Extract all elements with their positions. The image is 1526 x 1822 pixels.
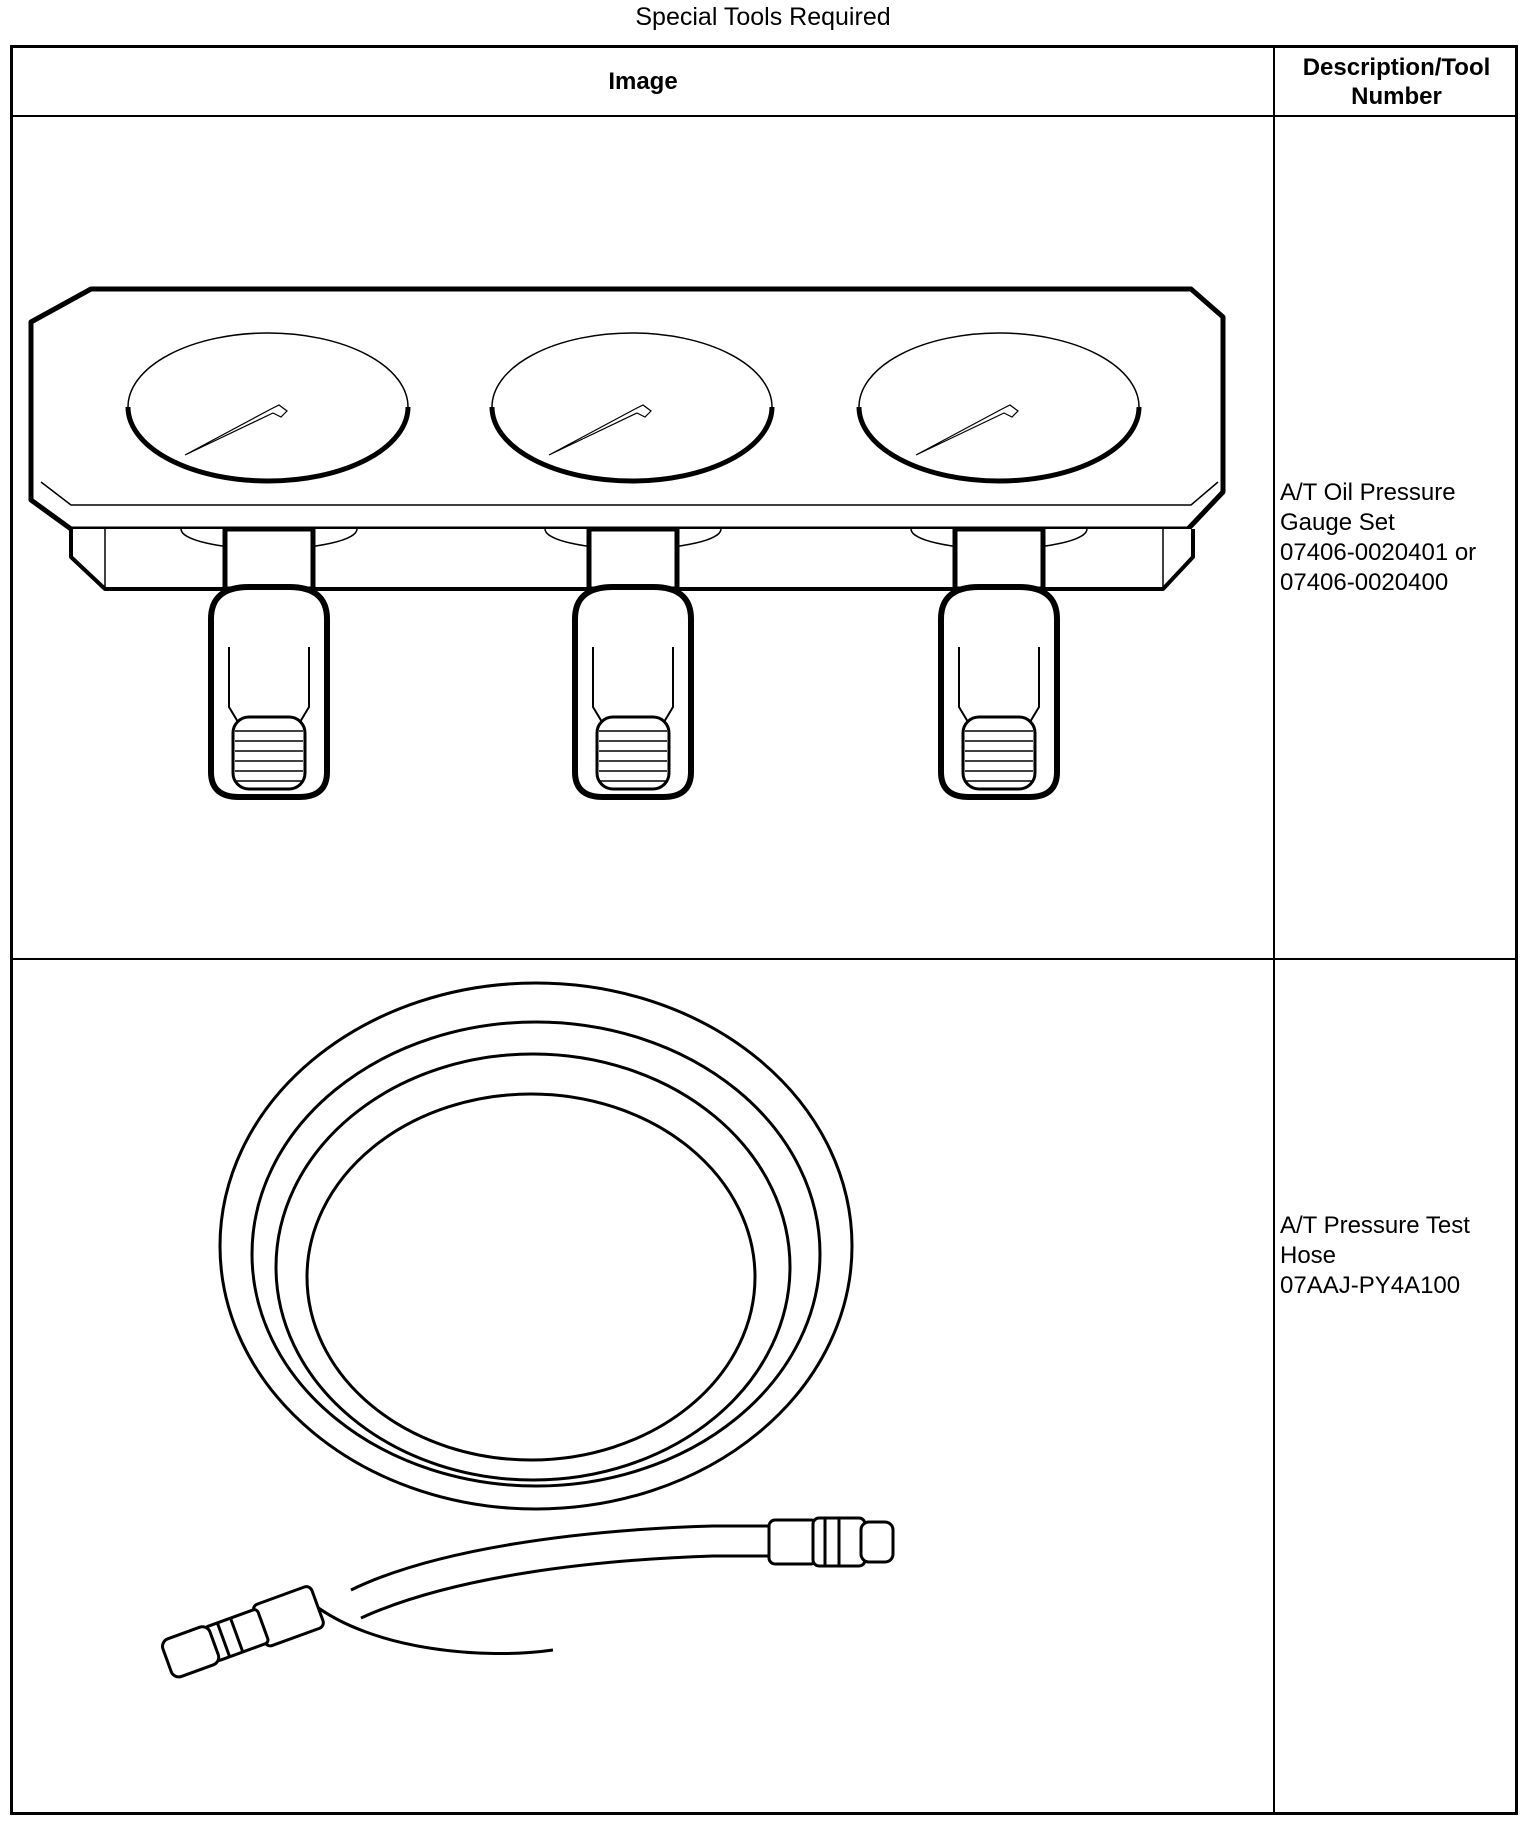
- table-row-2-image: [13, 960, 1273, 1815]
- header-image: Image: [608, 68, 678, 95]
- pressure-hose-icon: [161, 981, 895, 1679]
- header-divider: [13, 115, 1515, 117]
- table-row-2-description: A/T Pressure Test Hose 07AAJ-PY4A100: [1275, 1211, 1518, 1301]
- tool-2-line-1: A/T Pressure Test: [1280, 1212, 1470, 1239]
- tool-2-line-3: 07AAJ-PY4A100: [1280, 1272, 1461, 1299]
- table-row-1-description: A/T Oil Pressure Gauge Set 07406-0020401…: [1275, 478, 1518, 598]
- row-divider: [13, 958, 1515, 960]
- header-description: Description/Tool Number: [1302, 53, 1491, 110]
- page-title: Special Tools Required: [635, 3, 891, 31]
- tool-1-line-3: 07406-0020401 or: [1280, 539, 1477, 566]
- gauge-set-icon: [28, 286, 1226, 800]
- column-divider: [1273, 48, 1275, 1812]
- tool-1-line-2: Gauge Set: [1280, 509, 1395, 536]
- tool-1-line-4: 07406-0020400: [1280, 569, 1449, 596]
- special-tools-table: Image Description/Tool Number: [10, 45, 1518, 1815]
- table-row-1-image: [13, 117, 1273, 958]
- tool-1-line-1: A/T Oil Pressure: [1280, 479, 1456, 506]
- tool-2-line-2: Hose: [1280, 1242, 1337, 1269]
